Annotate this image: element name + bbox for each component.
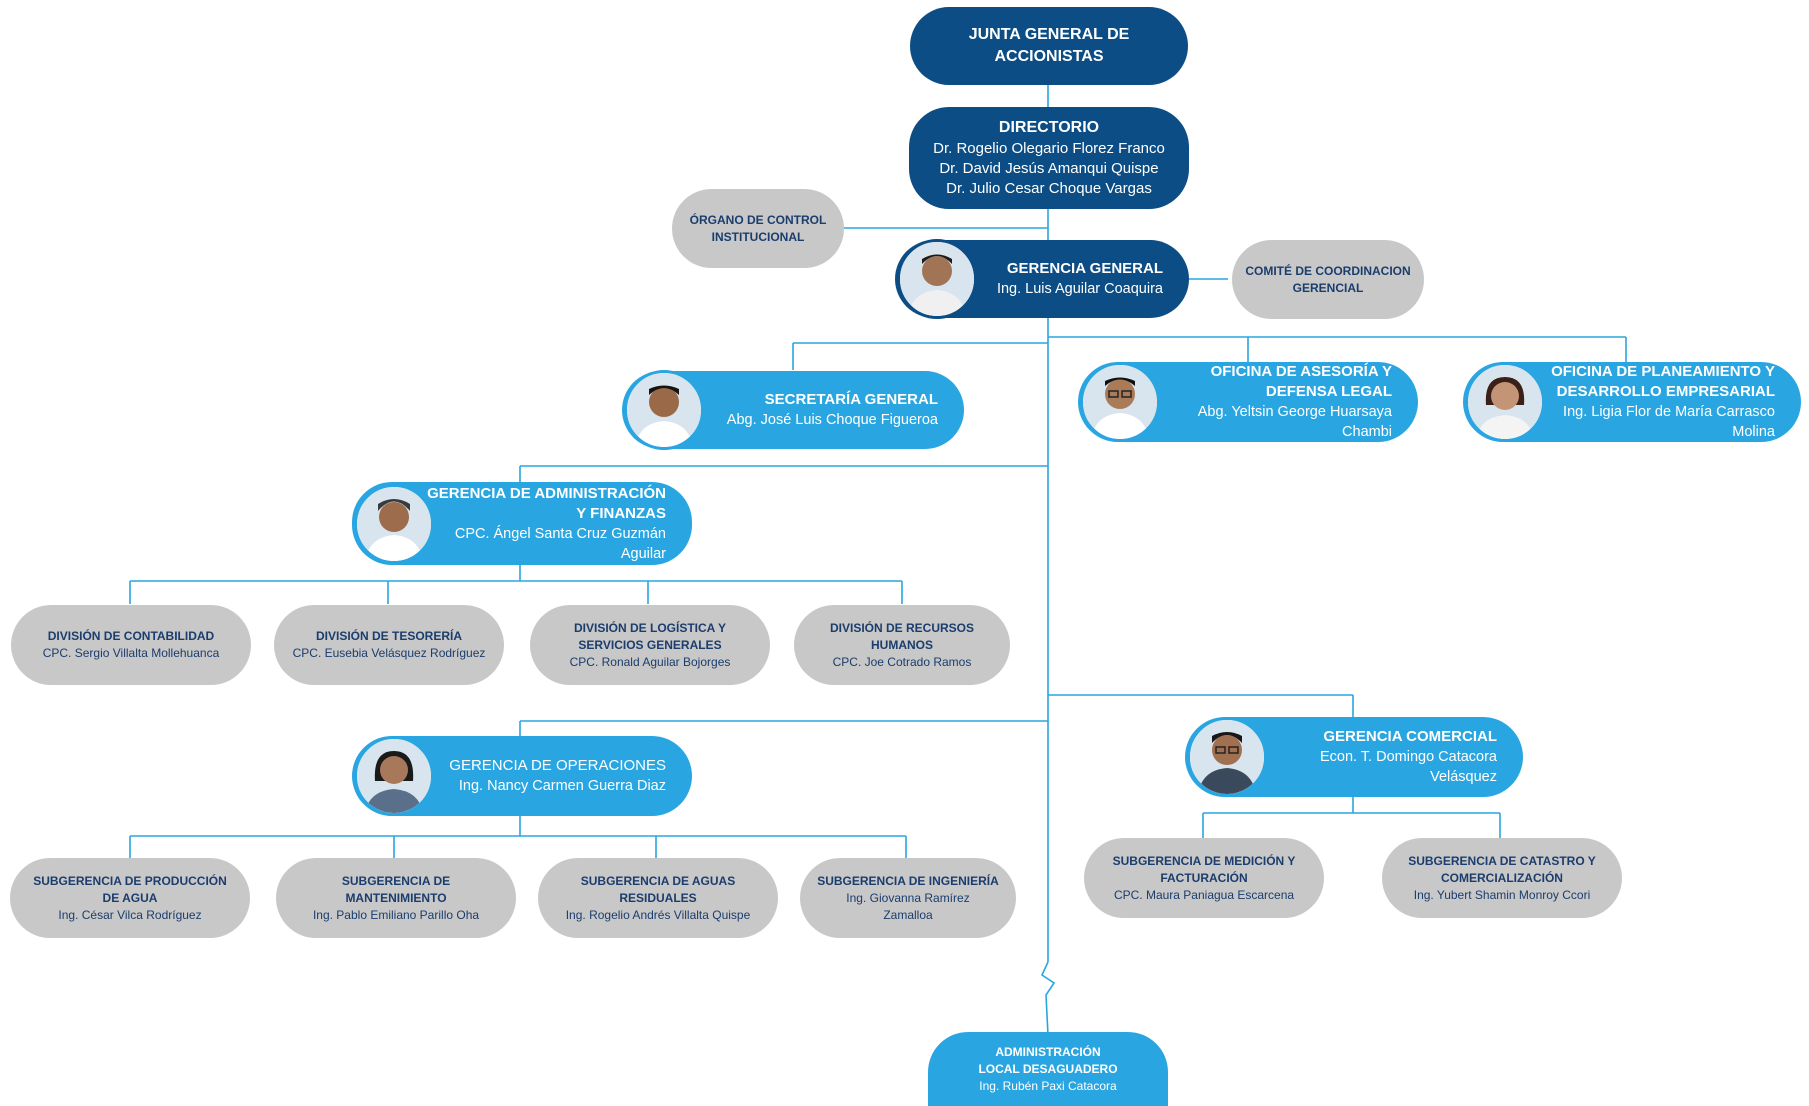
node-title: GERENCIA DE OPERACIONES (449, 757, 666, 774)
node-subgerencia-catastro[interactable]: SUBGERENCIA DE CATASTRO Y COMERCIALIZACI… (1382, 838, 1622, 918)
node-subgerencia-aguas-residuales[interactable]: SUBGERENCIA DE AGUAS RESIDUALES Ing. Rog… (538, 858, 778, 938)
node-organo-control[interactable]: ÓRGANO DE CONTROL INSTITUCIONAL (672, 189, 844, 268)
node-gerencia-general[interactable]: GERENCIA GENERAL Ing. Luis Aguilar Coaqu… (895, 239, 1189, 319)
node-person: Ing. Giovanna Ramírez Zamalloa (846, 890, 970, 922)
node-comite-coordinacion[interactable]: COMITÉ DE COORDINACION GERENCIAL (1232, 240, 1424, 319)
node-title: DIVISIÓN DE RECURSOS HUMANOS (829, 620, 975, 652)
node-secretaria-general[interactable]: SECRETARÍA GENERAL Abg. José Luis Choque… (622, 370, 964, 450)
node-person: Ing. Yubert Shamin Monroy Ccori (1413, 887, 1591, 902)
node-title: DIVISIÓN DE CONTABILIDAD (47, 629, 215, 643)
node-person: CPC. Joe Cotrado Ramos (832, 654, 972, 669)
node-title: OFICINA DE ASESORÍA Y DEFENSA LEGAL (1210, 363, 1392, 400)
node-person: Ing. César Vilca Rodríguez (58, 907, 202, 922)
node-junta-general[interactable]: JUNTA GENERAL DE ACCIONISTAS (910, 7, 1188, 85)
node-person: Ing. Luis Aguilar Coaquira (996, 281, 1163, 297)
node-title: SUBGERENCIA DE INGENIERÍA (817, 873, 999, 888)
node-oficina-planeamiento[interactable]: OFICINA DE PLANEAMIENTO Y DESARROLLO EMP… (1463, 362, 1801, 442)
node-title: ÓRGANO DE CONTROL INSTITUCIONAL (689, 212, 827, 244)
node-title: SUBGERENCIA DE CATASTRO Y COMERCIALIZACI… (1408, 853, 1596, 885)
node-subgerencia-ingenieria[interactable]: SUBGERENCIA DE INGENIERÍA Ing. Giovanna … (800, 858, 1016, 938)
node-division-rrhh[interactable]: DIVISIÓN DE RECURSOS HUMANOS CPC. Joe Co… (794, 605, 1010, 685)
node-title: OFICINA DE PLANEAMIENTO Y DESARROLLO EMP… (1551, 363, 1775, 400)
avatar (897, 239, 977, 319)
node-title: ADMINISTRACIÓN LOCAL DESAGUADERO (978, 1044, 1118, 1076)
node-directorio[interactable]: DIRECTORIO Dr. Rogelio Olegario Florez F… (909, 107, 1189, 209)
node-title: GERENCIA DE ADMINISTRACIÓN Y FINANZAS (427, 484, 666, 522)
node-person: Ing. Ligia Flor de María Carrasco Molina (1563, 404, 1775, 440)
node-title: SUBGERENCIA DE MANTENIMIENTO (341, 873, 451, 905)
node-title: COMITÉ DE COORDINACION GERENCIAL (1245, 263, 1411, 295)
node-person: Ing. Rogelio Andrés Villalta Quispe (565, 907, 751, 922)
avatar (1080, 362, 1160, 442)
avatar (354, 483, 434, 564)
avatar (624, 370, 704, 450)
node-subgerencia-medicion[interactable]: SUBGERENCIA DE MEDICIÓN Y FACTURACIÓN CP… (1084, 838, 1324, 918)
node-title: SUBGERENCIA DE PRODUCCIÓN DE AGUA (33, 873, 227, 905)
node-person: CPC. Sergio Villalta Mollehuanca (42, 646, 220, 660)
node-gerencia-operaciones[interactable]: GERENCIA DE OPERACIONES Ing. Nancy Carme… (352, 736, 692, 816)
node-title: SUBGERENCIA DE AGUAS RESIDUALES (580, 873, 736, 905)
node-person: Abg. Yeltsin George Huarsaya Chambi (1197, 404, 1392, 440)
node-title: DIVISIÓN DE LOGÍSTICA Y SERVICIOS GENERA… (573, 620, 727, 652)
node-title: SECRETARÍA GENERAL (764, 391, 938, 408)
node-person: CPC. Eusebia Velásquez Rodríguez (292, 646, 486, 660)
node-administracion-desaguadero[interactable]: ADMINISTRACIÓN LOCAL DESAGUADERO Ing. Ru… (928, 1032, 1168, 1106)
node-gerencia-administracion[interactable]: GERENCIA DE ADMINISTRACIÓN Y FINANZAS CP… (352, 482, 692, 565)
node-division-tesoreria[interactable]: DIVISIÓN DE TESORERÍA CPC. Eusebia Velás… (274, 605, 504, 685)
node-title: GERENCIA COMERCIAL (1323, 728, 1497, 745)
node-title: GERENCIA GENERAL (1006, 260, 1163, 277)
avatar (1187, 717, 1267, 797)
avatar (1465, 362, 1545, 442)
node-division-contabilidad[interactable]: DIVISIÓN DE CONTABILIDAD CPC. Sergio Vil… (11, 605, 251, 685)
node-person: Ing. Rubén Paxi Catacora (979, 1078, 1117, 1093)
node-person: Ing. Pablo Emiliano Parillo Oha (312, 907, 480, 922)
node-person: CPC. Ángel Santa Cruz Guzmán Aguilar (454, 525, 666, 562)
node-person: Ing. Nancy Carmen Guerra Diaz (458, 778, 666, 794)
node-people: Dr. Rogelio Olegario Florez Franco Dr. D… (933, 140, 1165, 197)
node-title: JUNTA GENERAL DE ACCIONISTAS (968, 26, 1130, 65)
node-person: CPC. Ronald Aguilar Bojorges (569, 654, 731, 669)
node-subgerencia-produccion[interactable]: SUBGERENCIA DE PRODUCCIÓN DE AGUA Ing. C… (10, 858, 250, 938)
node-person: CPC. Maura Paniagua Escarcena (1113, 887, 1295, 902)
node-title: SUBGERENCIA DE MEDICIÓN Y FACTURACIÓN (1112, 853, 1296, 885)
node-division-logistica[interactable]: DIVISIÓN DE LOGÍSTICA Y SERVICIOS GENERA… (530, 605, 770, 685)
node-subgerencia-mantenimiento[interactable]: SUBGERENCIA DE MANTENIMIENTO Ing. Pablo … (276, 858, 516, 938)
avatar (354, 736, 434, 816)
node-title: DIVISIÓN DE TESORERÍA (315, 629, 463, 643)
node-gerencia-comercial[interactable]: GERENCIA COMERCIAL Econ. T. Domingo Cata… (1185, 717, 1523, 797)
node-person: Econ. T. Domingo Catacora Velásquez (1319, 749, 1497, 785)
node-title: DIRECTORIO (998, 119, 1100, 136)
node-person: Abg. José Luis Choque Figueroa (726, 412, 938, 428)
node-oficina-asesoria[interactable]: OFICINA DE ASESORÍA Y DEFENSA LEGAL Abg.… (1078, 362, 1418, 442)
